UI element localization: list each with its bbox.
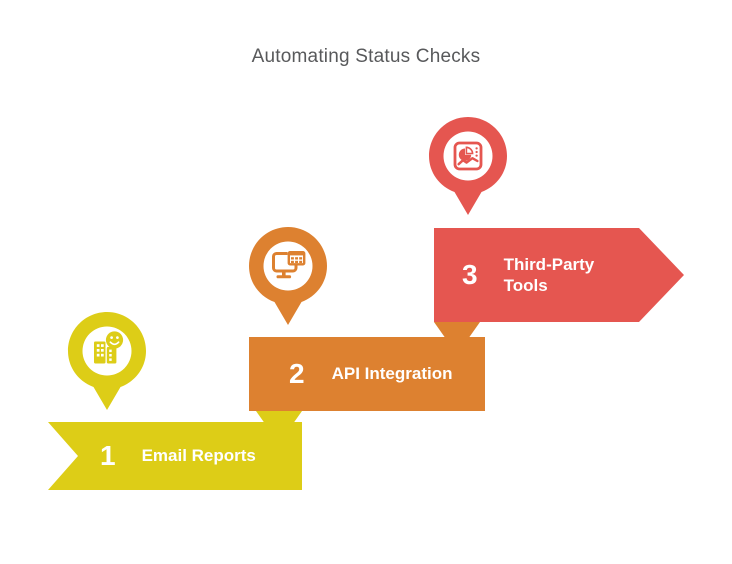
step-3-label-line-2: Tools [503,276,548,295]
step-3-pin[interactable] [427,116,509,216]
step-1-number: 1 [100,440,116,471]
monitor-dashboard-icon [272,251,306,279]
step-1-label: Email Reports [141,446,256,466]
step-2-banner[interactable]: 2 API Integration [249,337,485,411]
page-title: Automating Status Checks [251,46,481,67]
step-3-label-line-1: Third-Party [503,254,595,274]
step-3-fold-tab [434,322,480,339]
step-1-banner[interactable]: 1 Email Reports [48,422,302,490]
step-2-number: 2 [289,358,305,389]
step-3-number: 3 [462,259,478,290]
step-2-label: API Integration [331,364,453,384]
step-2-pin[interactable] [247,226,329,326]
office-buildings-smiley-icon [94,331,124,364]
step-1-pin[interactable] [66,311,148,411]
analytics-report-icon [453,141,483,171]
step-2-fold-tab [256,411,302,428]
